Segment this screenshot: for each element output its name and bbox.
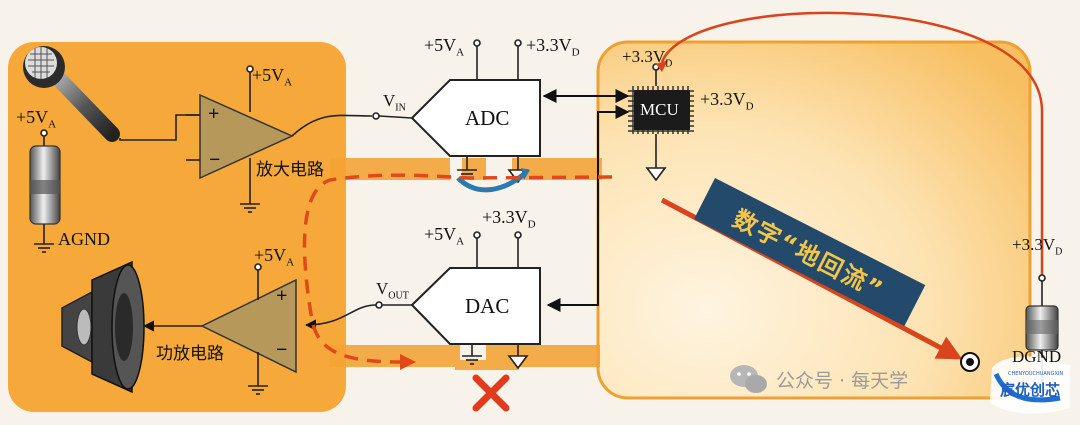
dgnd-label: DGND bbox=[1012, 347, 1062, 366]
dashed-return-path bbox=[302, 173, 613, 364]
input-opamp bbox=[186, 65, 294, 213]
wechat-icon bbox=[730, 365, 767, 393]
mcu-33vd-label: +3.3VD bbox=[622, 47, 673, 70]
mcu-chip bbox=[628, 86, 694, 134]
agnd-5va-label: +5VA bbox=[16, 107, 57, 131]
watermark-text: 公众号 · 每天学 bbox=[776, 370, 909, 392]
adc-5va-label: +5VA bbox=[424, 35, 465, 59]
opamp2-plus: + bbox=[276, 285, 288, 307]
supply-wire bbox=[660, 11, 1044, 276]
vout-label: VOUT bbox=[376, 279, 409, 302]
dac-label: DAC bbox=[465, 294, 510, 318]
speaker-icon bbox=[61, 260, 145, 394]
opamp1-minus: − bbox=[209, 149, 221, 171]
opamp2-minus: − bbox=[276, 339, 288, 361]
agnd-battery bbox=[29, 129, 61, 253]
mcu-33vd-side-label: +3.3VD bbox=[700, 89, 754, 113]
amp-circuit-label: 放大电路 bbox=[256, 160, 324, 180]
mcu-label: MCU bbox=[640, 100, 679, 119]
microphone-icon bbox=[23, 46, 120, 142]
vin-label: VIN bbox=[383, 91, 406, 114]
amp-5va-label: +5VA bbox=[252, 65, 293, 89]
logo-text: 宸优创芯 bbox=[1000, 381, 1061, 399]
out-amp-5va-label: +5VA bbox=[254, 245, 295, 269]
dac-5va-label: +5VA bbox=[424, 224, 465, 248]
ground-terminal-icon bbox=[960, 352, 980, 372]
logo-small-text: CHENYOUCHUANGXIN bbox=[1008, 371, 1064, 377]
adc-label: ADC bbox=[465, 106, 510, 130]
dac-ground-pins bbox=[462, 344, 529, 370]
blocked-cross-icon bbox=[472, 374, 510, 412]
power-amp-label: 功放电路 bbox=[156, 344, 224, 364]
dac-block bbox=[410, 267, 541, 345]
adc-33vd-label: +3.3VD bbox=[526, 35, 580, 59]
brand-logo bbox=[990, 356, 1070, 414]
opamp1-plus: + bbox=[208, 103, 220, 125]
agnd-label: AGND bbox=[58, 229, 110, 249]
adc-block bbox=[410, 79, 541, 157]
dgnd-33vd-label: +3.3VD bbox=[1012, 235, 1063, 258]
dac-33vd-label: +3.3VD bbox=[482, 207, 536, 231]
dgnd-battery bbox=[1025, 281, 1059, 391]
output-opamp bbox=[200, 263, 297, 395]
